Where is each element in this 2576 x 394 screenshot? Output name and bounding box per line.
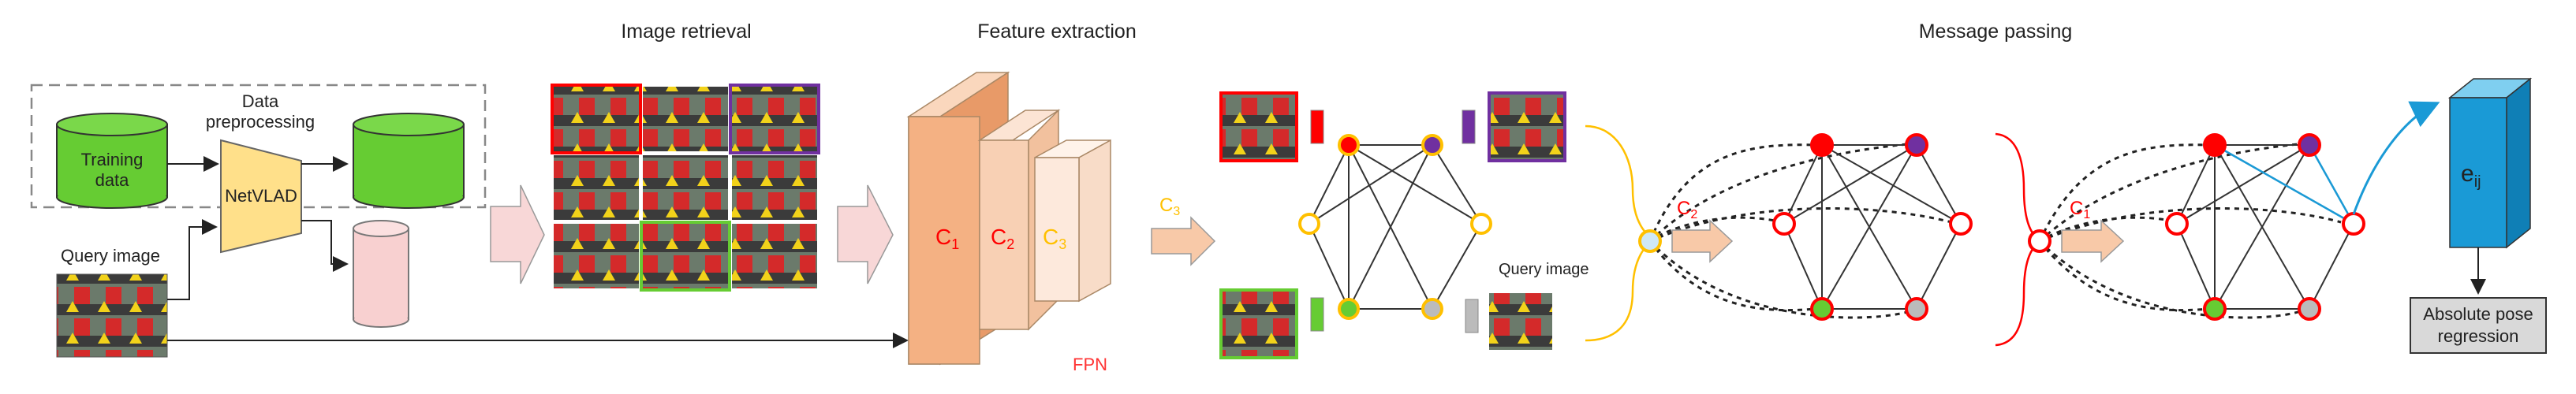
graph-feature-purple bbox=[1462, 110, 1476, 144]
section-title-message-passing: Message passing bbox=[1919, 20, 2073, 43]
arrow-mp-2 bbox=[2061, 219, 2125, 263]
absolute-pose-regression-box bbox=[2410, 297, 2547, 354]
message-passing-graph-2-nodes bbox=[2165, 133, 2365, 321]
arrow-to-feature-extraction bbox=[837, 184, 894, 284]
graph-feature-red bbox=[1310, 110, 1324, 144]
feature-map-c3 bbox=[1034, 139, 1111, 303]
regression-label-2: regression bbox=[2438, 326, 2519, 346]
query-node-1 bbox=[1638, 229, 1662, 253]
label-c2: C2 bbox=[991, 225, 1014, 252]
database-cylinder bbox=[353, 113, 465, 209]
retrieved-image-green-highlight bbox=[640, 221, 731, 292]
mp-label-c1: C1 bbox=[2070, 198, 2090, 221]
arrow-mp-1 bbox=[1671, 219, 1734, 263]
query-image-label: Query image bbox=[61, 246, 160, 266]
retrieved-image-red-highlight bbox=[551, 84, 642, 154]
label-c3: C3 bbox=[1043, 225, 1066, 252]
query-node-2 bbox=[2028, 229, 2051, 253]
edge-feature-label: eij bbox=[2461, 161, 2481, 191]
arrow-netvlad-to-query-db bbox=[301, 220, 349, 272]
graph-query-image-label: Query image bbox=[1499, 261, 1589, 278]
label-fpn: FPN bbox=[1073, 355, 1107, 374]
label-c1: C1 bbox=[935, 225, 959, 252]
arrow-c3-label: C3 bbox=[1159, 195, 1180, 218]
training-data-label-1: Training bbox=[81, 150, 144, 169]
graph-ref-image-red bbox=[1221, 93, 1297, 161]
graph-feature-query bbox=[1465, 299, 1479, 333]
preprocessing-label-1: Data bbox=[242, 91, 279, 111]
graph-ref-image-green-frame bbox=[1219, 288, 1298, 359]
section-title-feature-extraction: Feature extraction bbox=[977, 20, 1137, 43]
arrow-to-edge-feature bbox=[2352, 101, 2440, 215]
netvlad-label: NetVLAD bbox=[225, 186, 297, 206]
training-data-label-2: data bbox=[95, 170, 130, 190]
section-title-image-retrieval: Image retrieval bbox=[621, 20, 751, 43]
feature-map-c1-face bbox=[908, 116, 980, 365]
regression-label-1: Absolute pose bbox=[2423, 304, 2533, 324]
edge-feature-block bbox=[2447, 77, 2533, 249]
retrieval-image-grid bbox=[554, 87, 817, 288]
message-passing-graph-2-edges bbox=[2038, 142, 2355, 319]
message-passing-graph-1-nodes bbox=[1772, 133, 1973, 321]
initial-graph-nodes bbox=[1298, 134, 1492, 320]
preprocessing-label-2: preprocessing bbox=[206, 112, 315, 132]
mp-label-c2: C2 bbox=[1677, 198, 1697, 221]
graph-ref-image-purple-frame bbox=[1488, 91, 1566, 162]
graph-ref-image-green bbox=[1221, 290, 1297, 358]
message-passing-graph-1-edges bbox=[1648, 142, 1962, 319]
arrow-to-retrieval bbox=[490, 184, 545, 284]
graph-feature-green bbox=[1310, 297, 1324, 332]
retrieved-image-purple-highlight bbox=[729, 84, 820, 154]
initial-graph-edges bbox=[1309, 144, 1482, 310]
graph-ref-image-purple bbox=[1489, 93, 1565, 161]
training-data-cylinder bbox=[56, 113, 168, 209]
query-image-thumbnail bbox=[56, 273, 168, 358]
graph-query-image bbox=[1489, 293, 1552, 350]
query-descriptor-cylinder bbox=[353, 220, 409, 328]
arrow-to-graph bbox=[1151, 216, 1216, 266]
netvlad-block bbox=[220, 139, 302, 254]
graph-ref-image-red-frame bbox=[1219, 91, 1298, 162]
arrow-query-to-netvlad bbox=[167, 219, 218, 300]
